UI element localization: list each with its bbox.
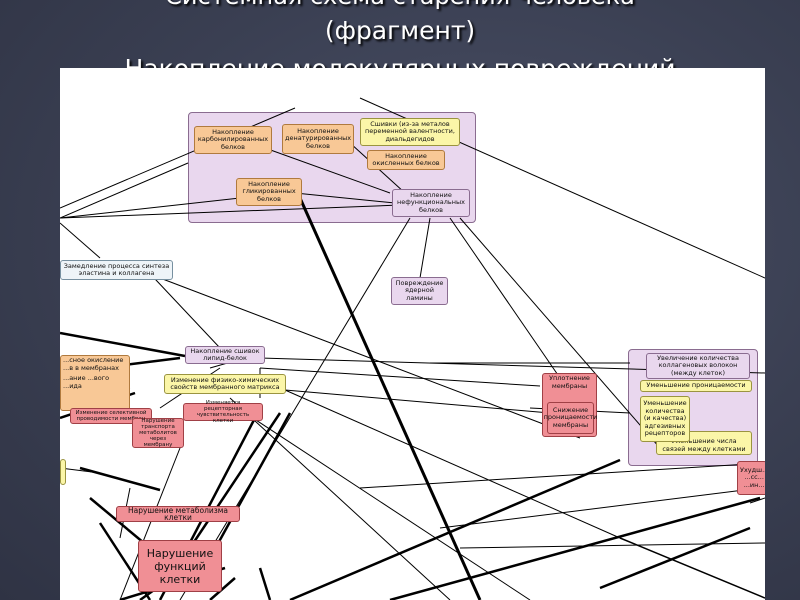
diagram-links: [60, 97, 765, 600]
node-oxidized-proteins[interactable]: Накопление окисленных белков: [367, 150, 445, 170]
node-nonfunctional-proteins[interactable]: Накопление нефункциональных белков: [392, 189, 470, 217]
node-membrane-matrix[interactable]: Изменение физико-химических свойств мемб…: [164, 374, 286, 394]
node-nuclear-lamina[interactable]: Повреждение ядерной ламины: [391, 277, 448, 305]
node-membrane-permeability[interactable]: Снижение проницаемости мембраны: [544, 402, 597, 434]
node-metabolite-transport[interactable]: Нарушение транспорта метаболитов через м…: [132, 418, 184, 448]
node-cell-function[interactable]: Нарушение функций клетки: [138, 540, 222, 592]
node-carbonyl-proteins[interactable]: Накопление карбонилированных белков: [194, 126, 272, 154]
node-membrane-oxidation-text2: ...ание ...вого ...ида: [63, 374, 110, 390]
node-selective-conductance[interactable]: Изменение селективной проводимости мембр…: [70, 408, 152, 424]
node-receptor-sensitivity[interactable]: Изменяется рецепторная чувствительность …: [183, 400, 263, 424]
node-glycated-proteins[interactable]: Накопление гликированных белков: [236, 178, 302, 206]
node-denatured-proteins[interactable]: Накопление денатурированных белков: [282, 124, 354, 154]
node-membrane-oxidation[interactable]: ...сное окисление ...в в мембранах ...ан…: [60, 355, 130, 411]
diagram-canvas: Накопление карбонилированных белков Нако…: [60, 68, 765, 600]
node-permeability-decrease[interactable]: Уменьшение проницаемости: [640, 380, 752, 392]
node-collagen-fibers[interactable]: Увеличение количества коллагеновых волок…: [646, 353, 750, 379]
node-crosslinks-metals[interactable]: Сшивки (из-за металов переменной валентн…: [360, 118, 460, 146]
slide-title-line1: Системная схема старения человека: [0, 0, 800, 10]
node-lipid-protein-crosslinks[interactable]: Накопление сшивок липид-белок: [185, 346, 265, 364]
node-cell-metabolism[interactable]: Нарушение метаболизма клетки: [116, 506, 240, 522]
slide-title-line2: (фрагмент): [324, 16, 476, 45]
node-membrane-oxidation-text1: ...сное окисление ...в в мембранах: [63, 356, 124, 372]
node-worsening[interactable]: Ухудш... ...сс... ...ин...: [737, 461, 765, 495]
node-elastin-synthesis[interactable]: Замедление процесса синтеза эластина и к…: [60, 260, 173, 280]
node-adhesive-receptors[interactable]: Уменьшение количества (и качества) адгез…: [640, 396, 690, 442]
node-left-yellow-fragment[interactable]: [60, 459, 66, 485]
node-membrane-densification-text: Уплотнение мембраны: [549, 374, 590, 390]
